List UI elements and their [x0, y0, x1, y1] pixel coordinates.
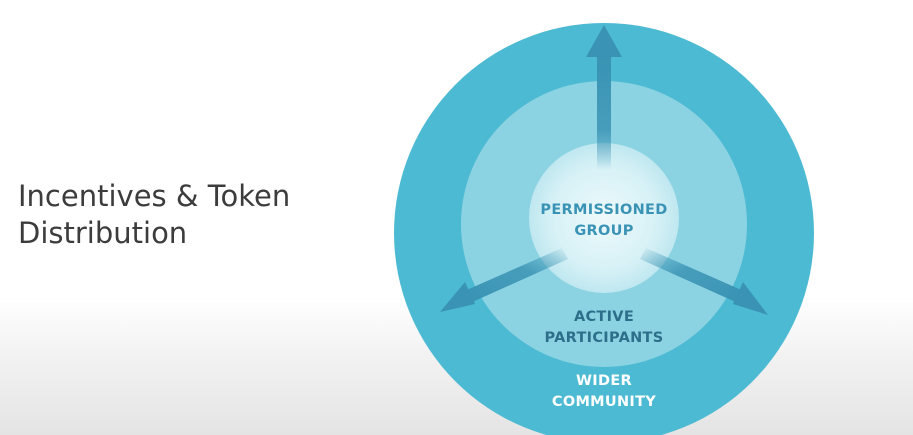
- permissioned-group-label-line-2: GROUP: [574, 223, 633, 239]
- arrow-down-left-icon: [440, 248, 568, 312]
- slide-title-line-2: Distribution: [18, 216, 188, 250]
- wider-community-label-line-2: COMMUNITY: [552, 394, 656, 410]
- active-participants-label-line-1: ACTIVE: [574, 309, 634, 325]
- inner-circle-permissioned-group: [529, 143, 679, 293]
- arrow-up-icon: [586, 25, 622, 170]
- slide-title-line-1: Incentives & Token: [18, 179, 291, 213]
- permissioned-group-label-line-1: PERMISSIONED: [540, 202, 667, 218]
- slide-title: Incentives & Token Distribution: [18, 178, 290, 252]
- wider-community-label-line-1: WIDER: [576, 373, 632, 389]
- active-participants-label-line-2: PARTICIPANTS: [545, 330, 664, 346]
- arrow-down-right-icon: [640, 248, 768, 315]
